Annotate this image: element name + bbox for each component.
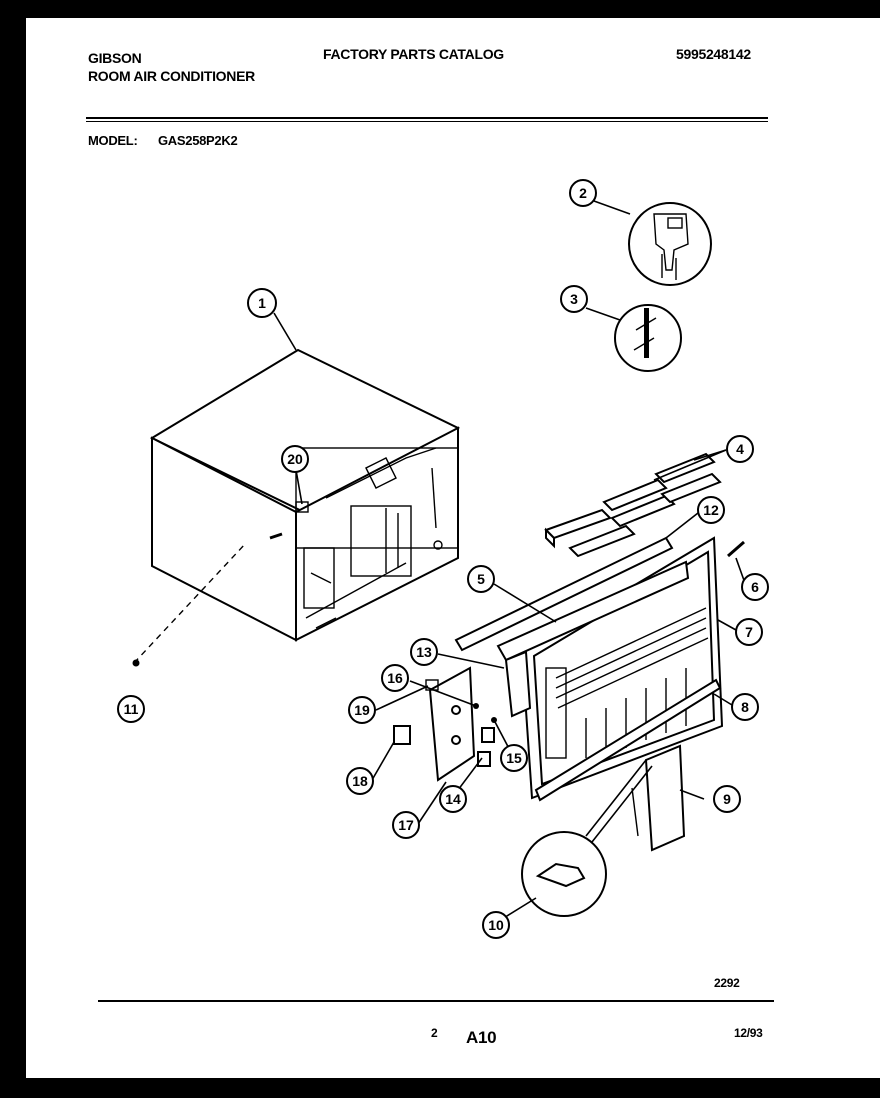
catalog-number: 5995248142 [676, 46, 751, 62]
catalog-sheet: GIBSON ROOM AIR CONDITIONER FACTORY PART… [26, 18, 880, 1078]
model-number: GAS258P2K2 [158, 133, 238, 148]
product-name: ROOM AIR CONDITIONER [88, 68, 255, 84]
header-rule-thin [86, 121, 768, 122]
callout-17: 17 [392, 811, 420, 839]
svg-text:8: 8 [741, 699, 749, 715]
callout-3: 3 [560, 285, 588, 313]
callout-7: 7 [735, 618, 763, 646]
callout-19: 19 [348, 696, 376, 724]
svg-text:13: 13 [416, 644, 432, 660]
svg-text:2: 2 [579, 185, 587, 201]
front-grille-drawing [520, 536, 724, 800]
model-label: MODEL: [88, 133, 138, 148]
louvre-set-drawing [544, 452, 722, 558]
svg-text:6: 6 [751, 579, 759, 595]
callout-18: 18 [346, 767, 374, 795]
svg-text:4: 4 [736, 441, 744, 457]
svg-text:5: 5 [477, 571, 485, 587]
callout-2: 2 [569, 179, 597, 207]
exploded-parts-diagram: 1 2 3 4 5 6 7 8 9 10 11 12 13 14 15 16 1… [117, 179, 769, 939]
svg-text:18: 18 [352, 773, 368, 789]
svg-text:19: 19 [354, 702, 370, 718]
catalog-title: FACTORY PARTS CATALOG [323, 46, 504, 62]
callout-20: 20 [281, 445, 309, 473]
svg-text:1: 1 [258, 295, 266, 311]
svg-text:16: 16 [387, 670, 403, 686]
cabinet-drawing [149, 348, 461, 642]
filter-drawing [631, 744, 686, 852]
svg-text:3: 3 [570, 291, 578, 307]
revision-date: 12/93 [734, 1026, 763, 1040]
callout-8: 8 [731, 693, 759, 721]
callout-13: 13 [410, 638, 438, 666]
callout-6: 6 [741, 573, 769, 601]
svg-text:10: 10 [488, 917, 504, 933]
callout-11: 11 [117, 695, 145, 723]
svg-text:9: 9 [723, 791, 731, 807]
svg-text:17: 17 [398, 817, 414, 833]
callout-12: 12 [697, 496, 725, 524]
callout-16: 16 [381, 664, 409, 692]
svg-text:7: 7 [745, 624, 753, 640]
page-number: 2 [431, 1026, 438, 1040]
brand-name: GIBSON [88, 50, 142, 66]
callout-1: 1 [247, 288, 277, 318]
callout-14: 14 [439, 785, 467, 813]
gasket-strips-drawing [454, 536, 745, 802]
svg-text:12: 12 [703, 502, 719, 518]
drain-clip-detail-drawing [521, 759, 653, 917]
drawing-number: 2292 [714, 976, 740, 990]
callout-15: 15 [500, 744, 528, 772]
callout-4: 4 [726, 435, 754, 463]
control-panel-drawing [393, 666, 497, 782]
svg-text:20: 20 [287, 451, 303, 467]
screw-drawing [132, 532, 283, 667]
svg-text:11: 11 [124, 701, 139, 717]
callout-5: 5 [467, 565, 495, 593]
clip-detail-drawing [628, 202, 712, 286]
svg-text:15: 15 [506, 750, 522, 766]
section-code: A10 [466, 1028, 497, 1047]
footer-rule [98, 1000, 774, 1002]
header-rule [86, 117, 768, 119]
svg-text:14: 14 [445, 791, 461, 807]
callout-9: 9 [713, 785, 741, 813]
bracket-detail-drawing [614, 304, 682, 372]
callout-10: 10 [482, 911, 510, 939]
